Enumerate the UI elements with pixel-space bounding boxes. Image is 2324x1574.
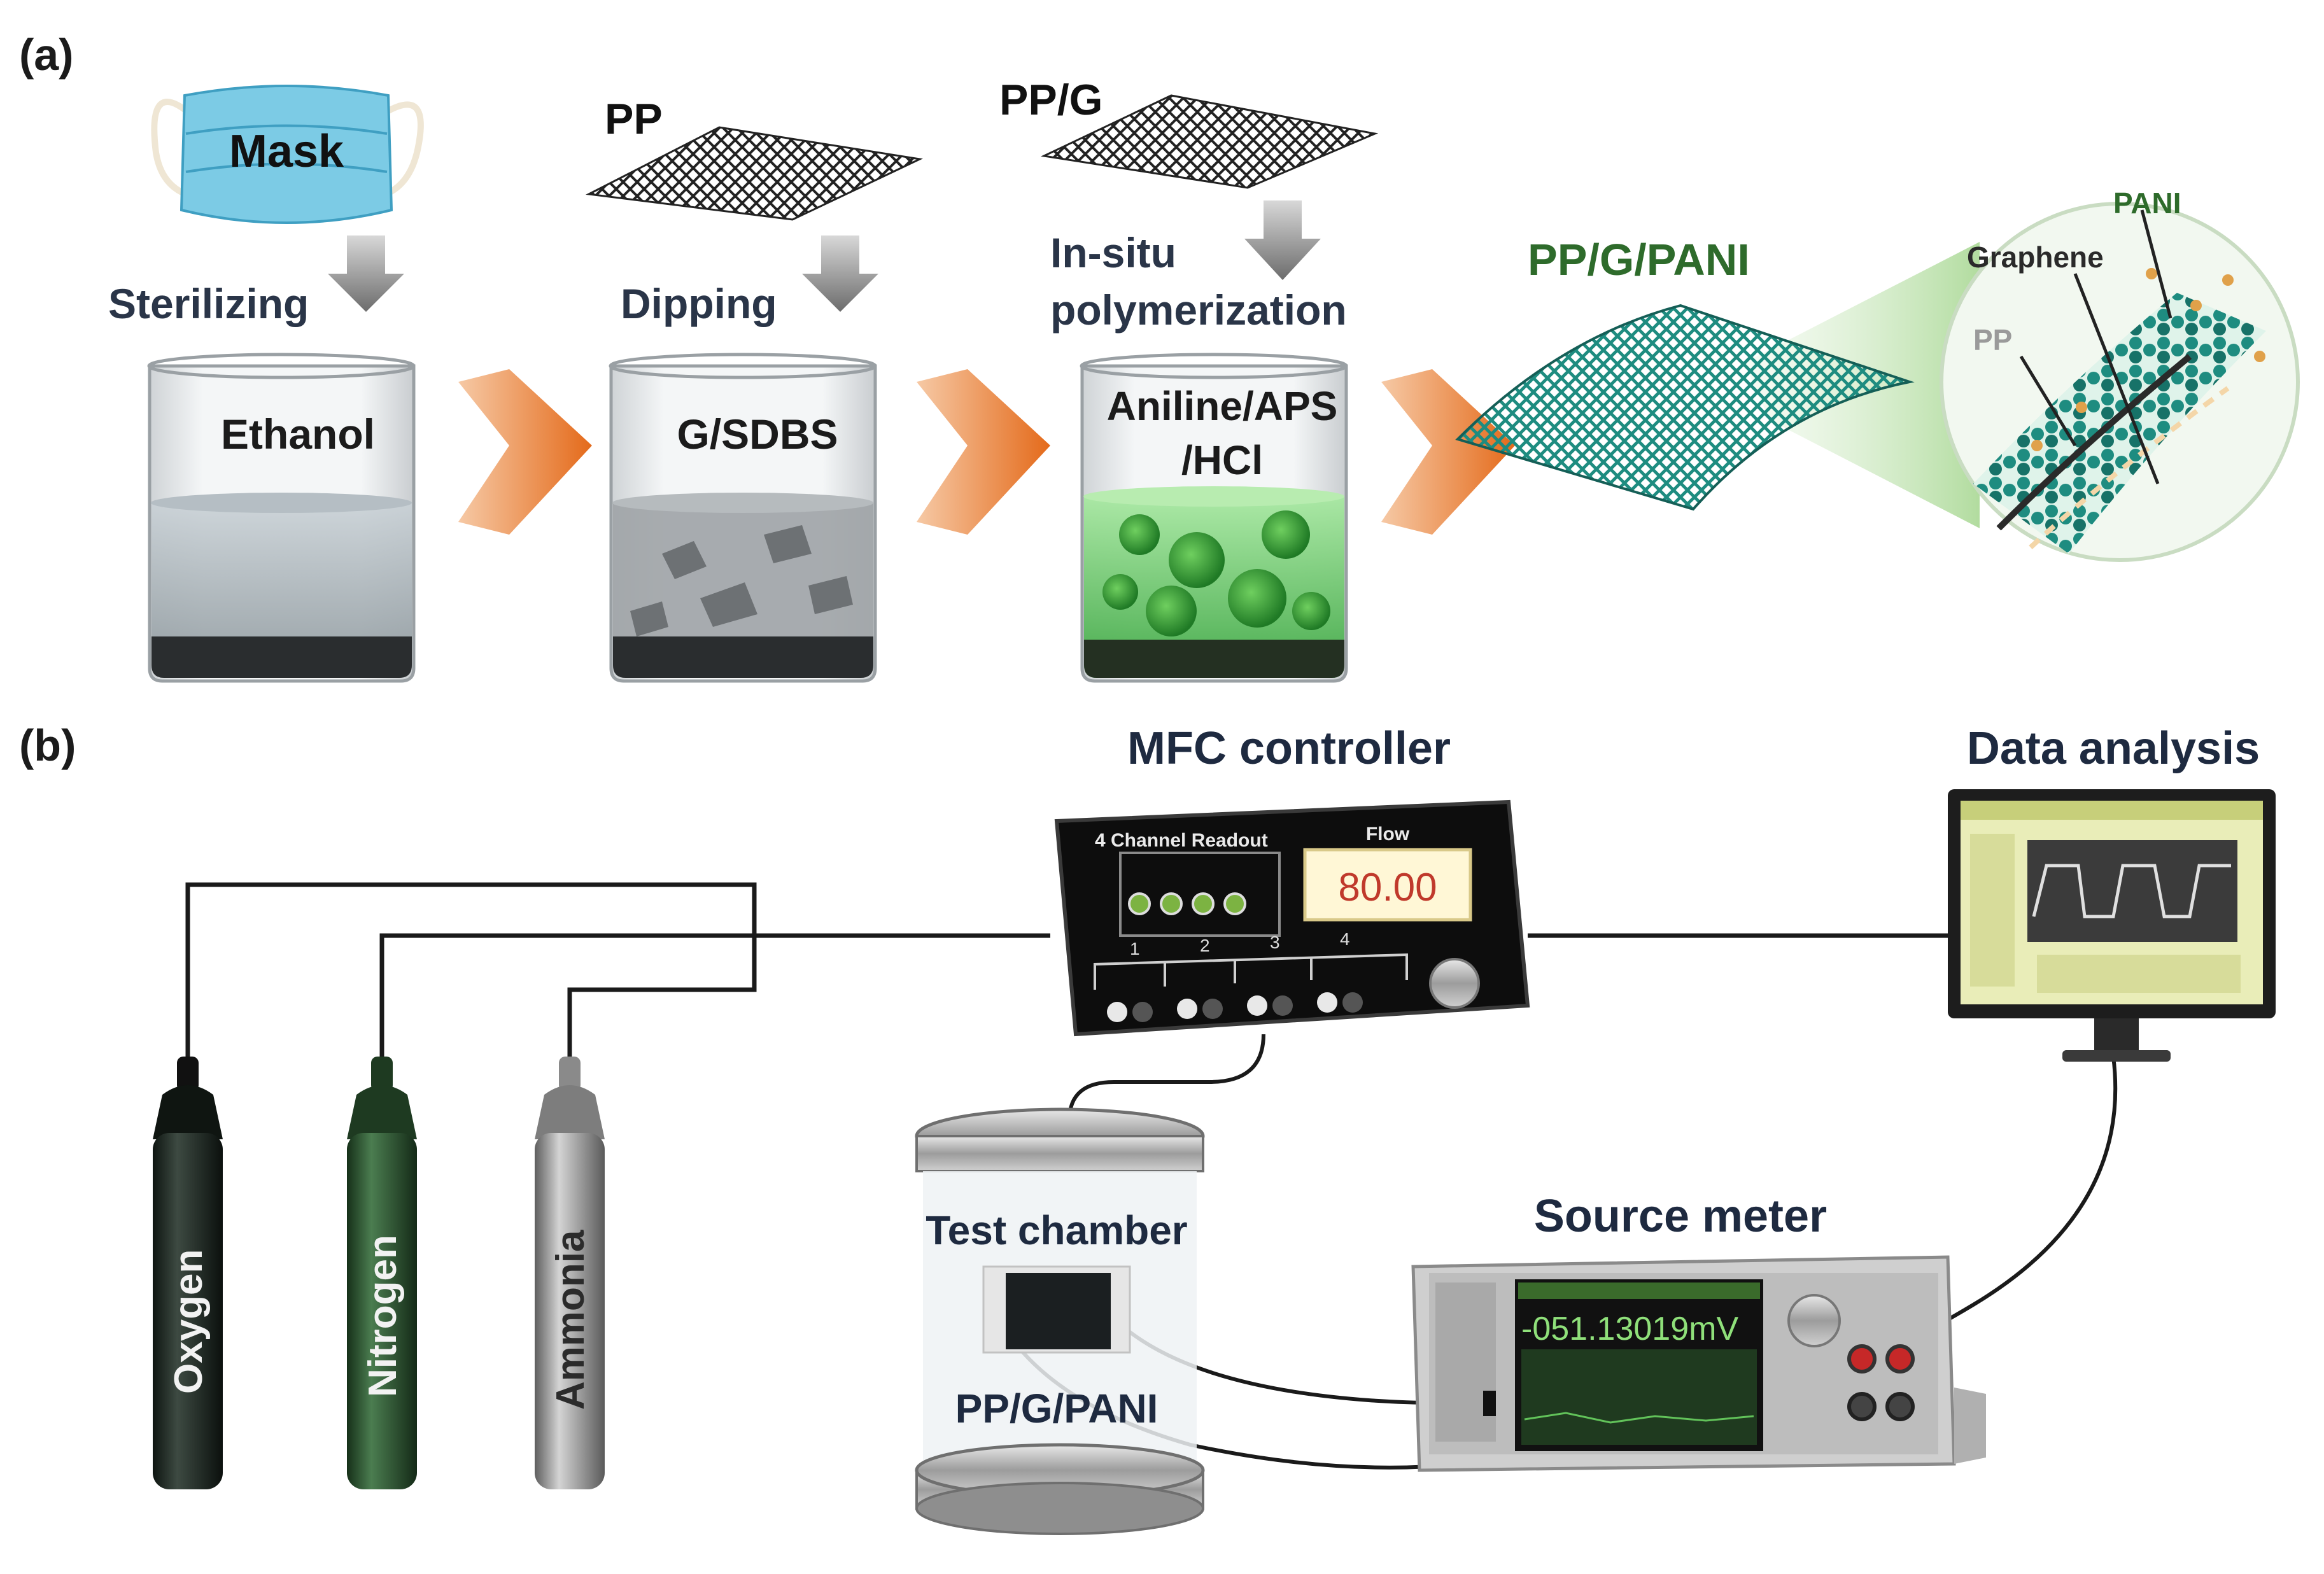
- mfc-flow-value: 80.00: [1338, 866, 1437, 910]
- mask-illustration: [151, 85, 424, 224]
- mask-label: Mask: [229, 126, 344, 177]
- data-analysis-title: Data analysis: [1967, 723, 2260, 774]
- beaker3-label-line2: /HCl: [1181, 437, 1263, 483]
- pp-g-pani-sheet: [1455, 304, 1915, 511]
- cylinder-nitrogen-label: Nitrogen: [361, 1235, 405, 1397]
- down-arrow-2: [802, 235, 878, 312]
- beaker3-label-line1: Aniline/APS: [1107, 383, 1338, 429]
- chamber-sample-label: PP/G/PANI: [955, 1386, 1158, 1431]
- beaker1-label: Ethanol: [221, 411, 375, 458]
- source-meter-title: Source meter: [1534, 1191, 1827, 1242]
- test-chamber: [915, 1107, 1205, 1535]
- mfc-controller-device: [1054, 799, 1530, 1037]
- mfc-channel-4: 4: [1340, 929, 1350, 949]
- orange-arrow-3: [1381, 369, 1515, 535]
- orange-arrow-2: [917, 369, 1050, 535]
- pp-label: PP: [605, 95, 663, 143]
- source-meter-device: [1411, 1255, 1986, 1472]
- cylinder-ammonia: [535, 1057, 605, 1489]
- product-label: PP/G/PANI: [1528, 235, 1750, 285]
- down-arrow-1: [328, 235, 404, 312]
- mfc-channel-1: 1: [1130, 939, 1140, 959]
- panel-b-label: (b): [19, 720, 76, 770]
- meter-display-value: -051.13019mV: [1521, 1310, 1738, 1347]
- beaker-gsdbs: [609, 353, 877, 683]
- mfc-channel-2: 2: [1200, 936, 1210, 955]
- molecular-zoom-circle: [1940, 202, 2300, 562]
- ppg-label: PP/G: [999, 76, 1103, 124]
- zoom-pp-label: PP: [1973, 323, 2012, 356]
- mfc-readout-label: 4 Channel Readout: [1095, 830, 1268, 851]
- beaker-ethanol: [147, 353, 416, 683]
- step-insitu-line1: In-situ: [1050, 229, 1176, 276]
- mfc-channel-3: 3: [1270, 932, 1280, 952]
- mfc-title: MFC controller: [1127, 723, 1451, 774]
- zoom-pani-label: PANI: [2113, 186, 2181, 220]
- cylinder-oxygen-label: Oxygen: [167, 1249, 211, 1394]
- down-arrow-3: [1244, 200, 1321, 280]
- gas-lines: [185, 882, 1050, 1057]
- computer-monitor: [1948, 789, 2276, 1062]
- beaker2-label: G/SDBS: [677, 411, 838, 458]
- chamber-title: Test chamber: [926, 1207, 1187, 1253]
- pp-mesh-sheet: [585, 126, 924, 221]
- ppg-mesh-sheet: [1040, 94, 1379, 189]
- orange-arrow-1: [458, 369, 592, 535]
- panel-a-label: (a): [19, 30, 74, 80]
- step-dipping: Dipping: [621, 280, 777, 327]
- step-sterilizing: Sterilizing: [108, 280, 309, 327]
- cylinder-oxygen: [153, 1057, 223, 1489]
- cylinder-nitrogen: [347, 1057, 417, 1489]
- beaker-aniline: [1080, 353, 1348, 683]
- mfc-flow-label: Flow: [1366, 824, 1410, 845]
- step-insitu-line2: polymerization: [1050, 286, 1347, 334]
- mfc-to-chamber-line: [1067, 1034, 1265, 1121]
- zoom-graphene-label: Graphene: [1967, 241, 2104, 274]
- cylinder-ammonia-label: Ammonia: [549, 1230, 593, 1410]
